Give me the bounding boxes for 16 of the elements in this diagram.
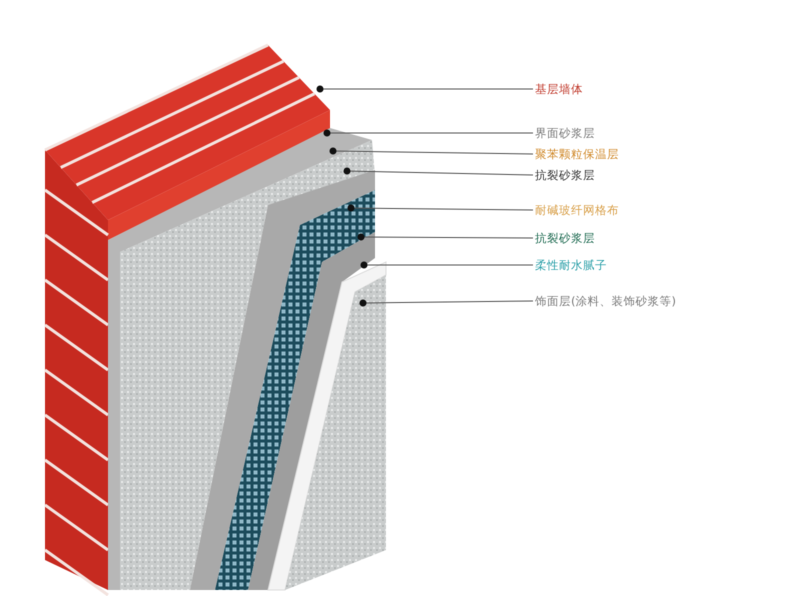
layer-label: 聚苯颗粒保温层 <box>535 146 619 162</box>
leader-line <box>324 130 534 136</box>
leader-line <box>344 168 534 176</box>
leader-line <box>358 234 534 240</box>
layer-label: 柔性耐水腻子 <box>535 257 607 273</box>
layer-label: 耐碱玻纤网格布 <box>535 202 619 218</box>
layer-label: 抗裂砂浆层 <box>535 230 595 246</box>
layer-label: 基层墙体 <box>535 81 583 97</box>
leader-line <box>330 148 534 154</box>
layer-label: 抗裂砂浆层 <box>535 167 595 183</box>
leader-line <box>316 86 534 92</box>
leader-line <box>360 262 534 268</box>
leader-line <box>348 204 534 212</box>
layer-label: 饰面层(涂料、装饰砂浆等) <box>535 293 676 309</box>
leader-line <box>360 300 534 306</box>
layer-label: 界面砂浆层 <box>535 125 595 141</box>
